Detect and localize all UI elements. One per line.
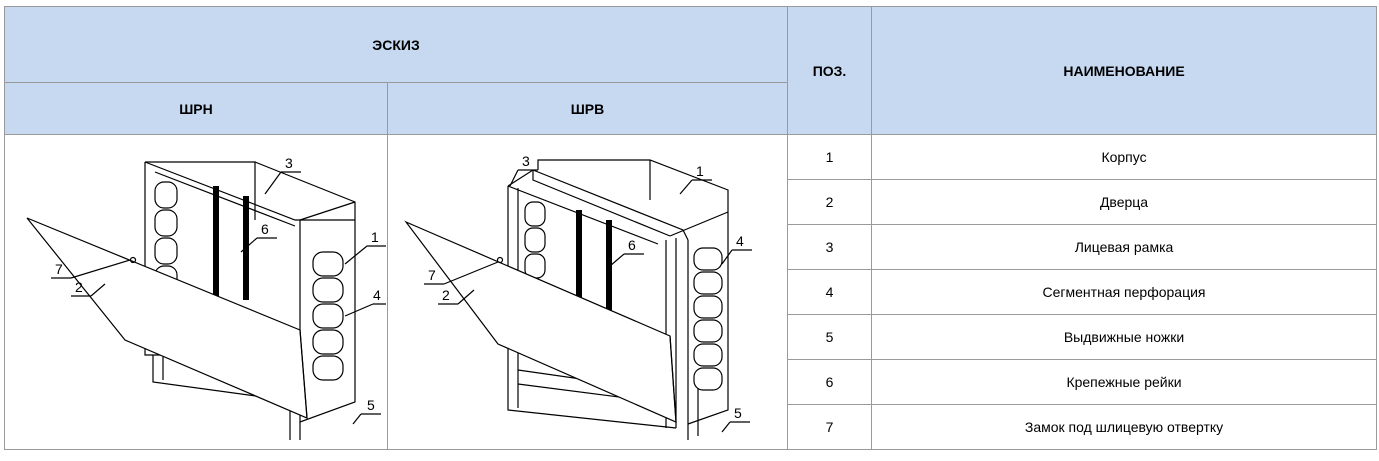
row-4-name: Сегментная перфорация — [871, 269, 1378, 315]
spec-table: ЭСКИЗ ПОЗ. НАИМЕНОВАНИЕ ШРН ШРВ — [3, 6, 1378, 450]
header-shrv: ШРВ — [386, 82, 789, 135]
header-name: НАИМЕНОВАНИЕ — [871, 6, 1378, 135]
label-1: 1 — [371, 229, 379, 245]
row-7-name: Замок под шлицевую отвертку — [871, 404, 1378, 450]
row-5-name: Выдвижные ножки — [871, 314, 1378, 360]
label-6: 6 — [261, 221, 269, 237]
row-1-name: Корпус — [871, 134, 1378, 180]
row-6-name: Крепежные рейки — [871, 359, 1378, 405]
row-4-pos: 4 — [787, 269, 873, 315]
label-2: 2 — [442, 287, 450, 303]
label-4: 4 — [373, 287, 381, 303]
label-3: 3 — [522, 153, 530, 169]
header-sketch: ЭСКИЗ — [3, 6, 789, 83]
sketch-shrv-cell: 3 1 6 4 7 2 5 — [386, 134, 789, 450]
header-position: ПОЗ. — [787, 6, 873, 135]
row-5-pos: 5 — [787, 314, 873, 360]
label-7: 7 — [55, 261, 63, 277]
label-3: 3 — [285, 155, 293, 171]
label-7: 7 — [428, 267, 436, 283]
row-2-pos: 2 — [787, 179, 873, 225]
label-2: 2 — [75, 279, 83, 295]
label-5: 5 — [734, 405, 742, 421]
row-6-pos: 6 — [787, 359, 873, 405]
sketch-shrn-drawing: 3 6 1 7 2 4 5 — [26, 155, 386, 440]
row-7-pos: 7 — [787, 404, 873, 450]
row-1-pos: 1 — [787, 134, 873, 180]
sketch-shrv-drawing: 3 1 6 4 7 2 5 — [404, 153, 752, 440]
label-4: 4 — [736, 233, 744, 249]
sketch-shrn-cell: 3 6 1 7 2 4 5 — [4, 134, 388, 450]
label-1: 1 — [696, 163, 704, 179]
row-3-name: Лицевая рамка — [871, 224, 1378, 270]
row-2-name: Дверца — [871, 179, 1378, 225]
row-3-pos: 3 — [787, 224, 873, 270]
label-5: 5 — [367, 397, 375, 413]
label-6: 6 — [628, 237, 636, 253]
header-shrn: ШРН — [4, 82, 388, 135]
